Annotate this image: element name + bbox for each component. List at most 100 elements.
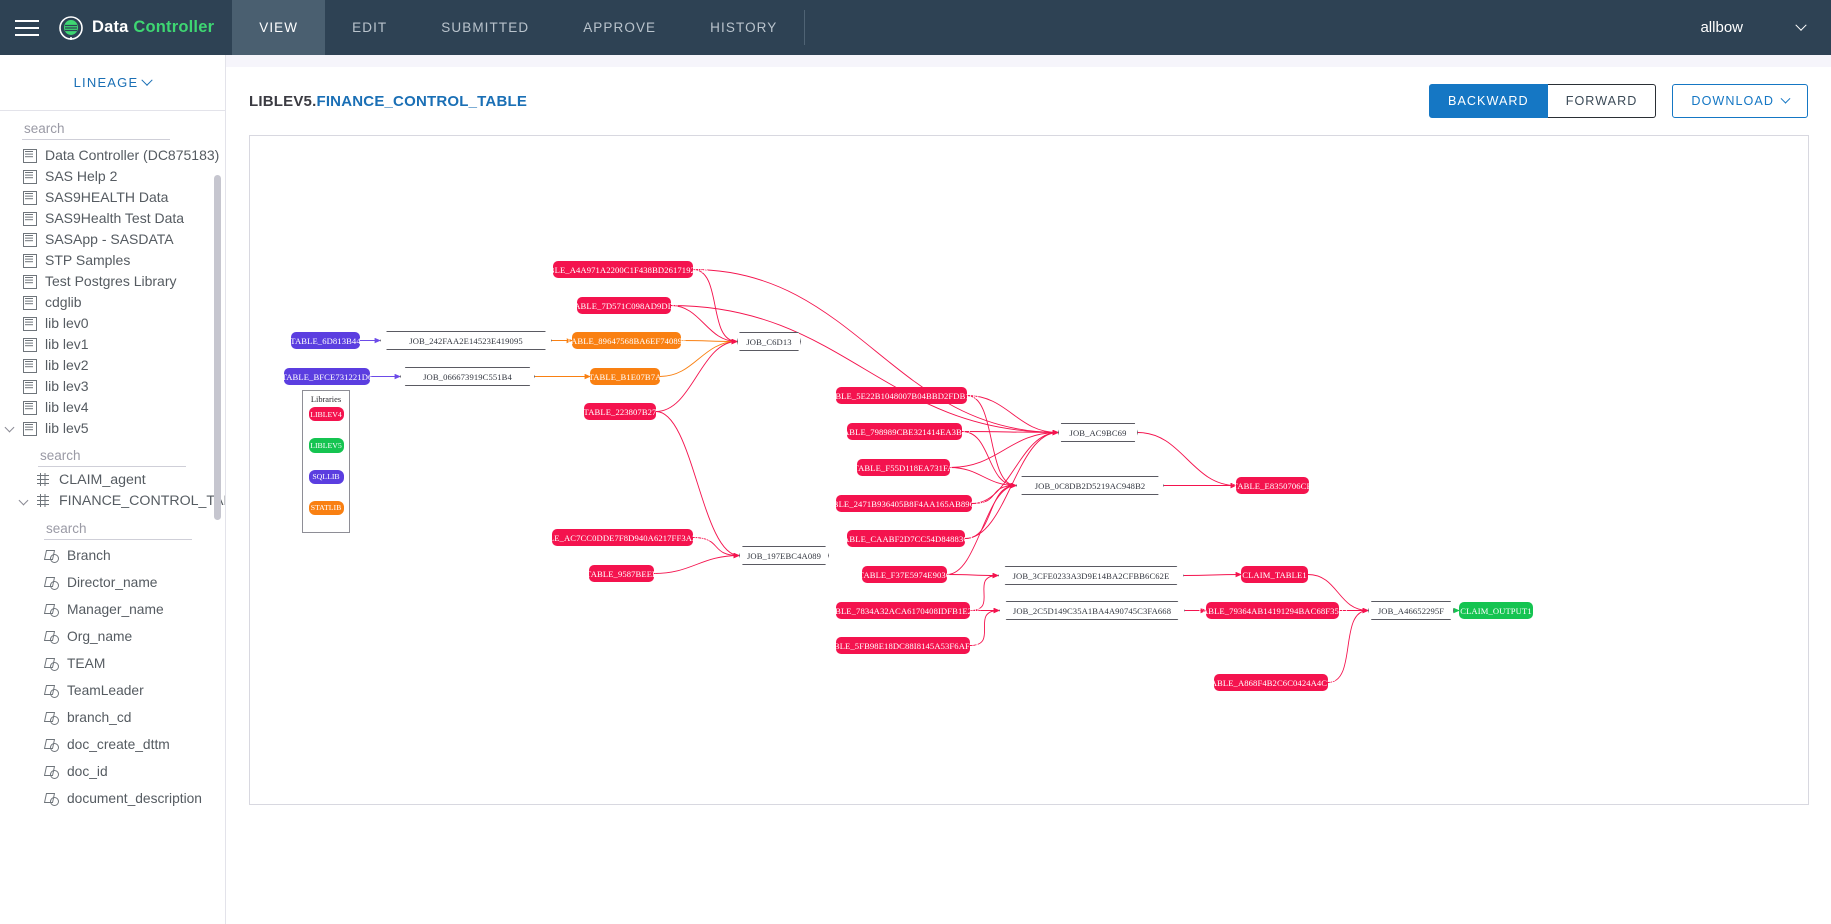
table-icon [36, 472, 50, 487]
sidebar-item-finance-control-table[interactable]: FINANCE_CONTROL_TABLE [0, 490, 225, 511]
graph-node-n14[interactable]: TABLE_F55D118EA731FA [853, 459, 953, 476]
sidebar-scrollbar-thumb[interactable] [214, 175, 221, 520]
lineage-header[interactable]: LINEAGE [0, 55, 225, 110]
graph-node-n13[interactable]: JOB_AC9BC69 [1058, 423, 1138, 442]
graph-node-n5[interactable]: TABLE_89647568BA6EF740896 [566, 332, 687, 349]
graph-node-n17[interactable]: TABLE_2471B936405B8F4AA165AB89CD9 [822, 495, 986, 512]
graph-node-n22[interactable]: TABLE_F37E5974E9036 [859, 566, 950, 583]
sidebar-item-team[interactable]: TEAM [0, 650, 225, 677]
graph-node-n15[interactable]: JOB_0C8DB2D5219AC948B2 [1016, 476, 1164, 495]
sidebar-item-test-postgres-library[interactable]: Test Postgres Library [0, 270, 225, 291]
brand-logo-area[interactable]: Data Controller [54, 0, 232, 55]
graph-node-n21[interactable]: TABLE_9587BEEF [586, 565, 657, 582]
column-search-input[interactable] [44, 519, 192, 540]
graph-node-n16[interactable]: TABLE_E8350706CB [1233, 477, 1312, 494]
tab-view[interactable]: VIEW [232, 0, 326, 55]
graph-node-label: JOB_066673919C551B4 [423, 371, 512, 382]
sidebar-item-lib-lev1[interactable]: lib lev1 [0, 333, 225, 354]
library-search-input[interactable] [22, 119, 170, 140]
graph-node-n20[interactable]: JOB_197EBC4A089 [739, 546, 829, 565]
sidebar-item-sas9health-data[interactable]: SAS9HEALTH Data [0, 186, 225, 207]
sidebar-item-sas-help-2[interactable]: SAS Help 2 [0, 165, 225, 186]
sidebar-item-claim-agent[interactable]: CLAIM_agent [0, 469, 225, 490]
sidebar-item-director-name[interactable]: Director_name [0, 569, 225, 596]
sidebar-item-doc-id[interactable]: doc_id [0, 758, 225, 785]
graph-edge [969, 572, 999, 611]
sidebar-item-lib-lev2[interactable]: lib lev2 [0, 354, 225, 375]
hamburger-menu-icon[interactable] [0, 0, 54, 55]
user-menu[interactable]: allbow [1700, 0, 1831, 55]
graph-node-n26[interactable]: JOB_2C5D149C35A1BA4A90745C3FA668 [999, 601, 1185, 620]
graph-node-n4[interactable]: JOB_242FAA2E14523E419095 [380, 331, 552, 350]
graph-node-n8[interactable]: JOB_066673919C551B4 [400, 367, 535, 386]
tab-approve[interactable]: APPROVE [583, 20, 657, 35]
table-search-input[interactable] [38, 446, 186, 467]
sidebar-item-lib-lev0[interactable]: lib lev0 [0, 312, 225, 333]
chevron-expanded-icon[interactable] [4, 422, 15, 433]
graph-edge [1307, 574, 1369, 614]
download-button[interactable]: DOWNLOAD [1672, 84, 1808, 118]
sidebar-divider [0, 110, 225, 111]
graph-node-label: JOB_0C8DB2D5219AC948B2 [1034, 480, 1146, 491]
sidebar-item-document-description[interactable]: document_description [0, 785, 225, 812]
graph-node-n28[interactable]: JOB_A46652295F [1368, 601, 1454, 620]
sidebar-item-branch-cd[interactable]: branch_cd [0, 704, 225, 731]
graph-node-label: TABLE_BFCE731221D6 [281, 371, 373, 382]
tab-submitted[interactable]: SUBMITTED [441, 20, 530, 35]
sidebar-item-manager-name[interactable]: Manager_name [0, 596, 225, 623]
graph-node-label: TABLE_5E22B1048007B04BBD2FDB100 [824, 390, 979, 401]
graph-node-n12[interactable]: TABLE_798989CBE321414EA3B12 [838, 423, 971, 440]
graph-node-n1[interactable]: TABLE_A4A971A2200C1F438BD2617192956 [538, 261, 708, 278]
brand-word-2: Controller [133, 18, 215, 36]
sidebar-scrollbar-track[interactable] [214, 165, 223, 765]
tab-edit[interactable]: EDIT [352, 20, 388, 35]
chevron-expanded-icon[interactable] [18, 495, 29, 506]
library-icon [22, 190, 37, 205]
sidebar-item-teamleader[interactable]: TeamLeader [0, 677, 225, 704]
graph-node-n23[interactable]: JOB_3CFE0233A3D9E14BA2CFBB6C62E [998, 566, 1184, 585]
graph-node-n18[interactable]: TABLE_AC7CC0DDE7F8D940A6217FF3A3D8C [532, 529, 713, 546]
graph-node-n27[interactable]: TABLE_79364AB14191294BAC68F3593 [1197, 602, 1348, 619]
graph-node-n11[interactable]: TABLE_5E22B1048007B04BBD2FDB100 [824, 387, 979, 404]
tree-label: lib lev3 [45, 377, 89, 394]
legend-chip-statlib[interactable]: STATLIB [308, 500, 344, 515]
sidebar-item-lib-lev4[interactable]: lib lev4 [0, 396, 225, 417]
graph-node-n25[interactable]: TABLE_7834A32ACA6170408IDFB1E20E [824, 602, 982, 619]
legend-chip-liblev5[interactable]: LIBLEV5 [308, 438, 344, 453]
graph-node-label: TABLE_6D813B44 [290, 335, 361, 346]
graph-node-n29[interactable]: CLAIM_OUTPUT1 [1459, 602, 1533, 619]
sidebar-item-branch[interactable]: Branch [0, 542, 225, 569]
graph-node-label: JOB_A46652295F [1377, 605, 1445, 616]
graph-edge [966, 395, 1059, 436]
sidebar-item-org-name[interactable]: Org_name [0, 623, 225, 650]
backward-button[interactable]: BACKWARD [1429, 84, 1548, 118]
graph-node-n6[interactable]: JOB_C6D13 [737, 332, 801, 351]
graph-node-n19[interactable]: TABLE_CAABF2D7CC54D84883C1 [838, 530, 973, 547]
sidebar-item-cdglib[interactable]: cdglib [0, 291, 225, 312]
tab-history[interactable]: HISTORY [710, 20, 778, 35]
sidebar-item-data-controller[interactable]: Data Controller (DC875183) [0, 144, 225, 165]
legend-chip-liblev4[interactable]: LIBLEV4 [308, 407, 344, 422]
sidebar-item-sasapp-sasdata[interactable]: SASApp - SASDATA [0, 228, 225, 249]
graph-edge [971, 482, 1017, 504]
forward-button[interactable]: FORWARD [1547, 84, 1657, 118]
graph-node-n3[interactable]: TABLE_6D813B44 [290, 332, 361, 349]
sidebar-item-doc-create-dttm[interactable]: doc_create_dttm [0, 731, 225, 758]
graph-node-n9[interactable]: TABLE_B1E07B7A [589, 368, 661, 385]
legend-chip-sqllib[interactable]: SQLLIB [308, 469, 344, 484]
column-icon [44, 684, 59, 698]
sidebar-item-lib-lev5[interactable]: lib lev5 [0, 417, 225, 438]
chevron-down-icon[interactable] [141, 74, 154, 86]
sidebar-item-lib-lev3[interactable]: lib lev3 [0, 375, 225, 396]
chevron-down-icon[interactable] [1795, 19, 1807, 31]
graph-node-n10[interactable]: TABLE_223807B27 [584, 403, 656, 420]
graph-node-n2[interactable]: TABLE_7D571C098AD9DD4 [570, 297, 678, 314]
graph-node-n24[interactable]: CLAIM_TABLE1 [1241, 566, 1308, 583]
graph-node-n30[interactable]: TABLE_5FB98E18DC88I8145A53F6AF746 [823, 637, 983, 654]
graph-node-n7[interactable]: TABLE_BFCE731221D6 [281, 368, 373, 385]
nav-divider [804, 10, 806, 45]
graph-node-n31[interactable]: TABLE_A868F4B2C6C0424A4C76 [1206, 674, 1336, 691]
sidebar-item-stp-samples[interactable]: STP Samples [0, 249, 225, 270]
sidebar-item-sas9health-test-data[interactable]: SAS9Health Test Data [0, 207, 225, 228]
